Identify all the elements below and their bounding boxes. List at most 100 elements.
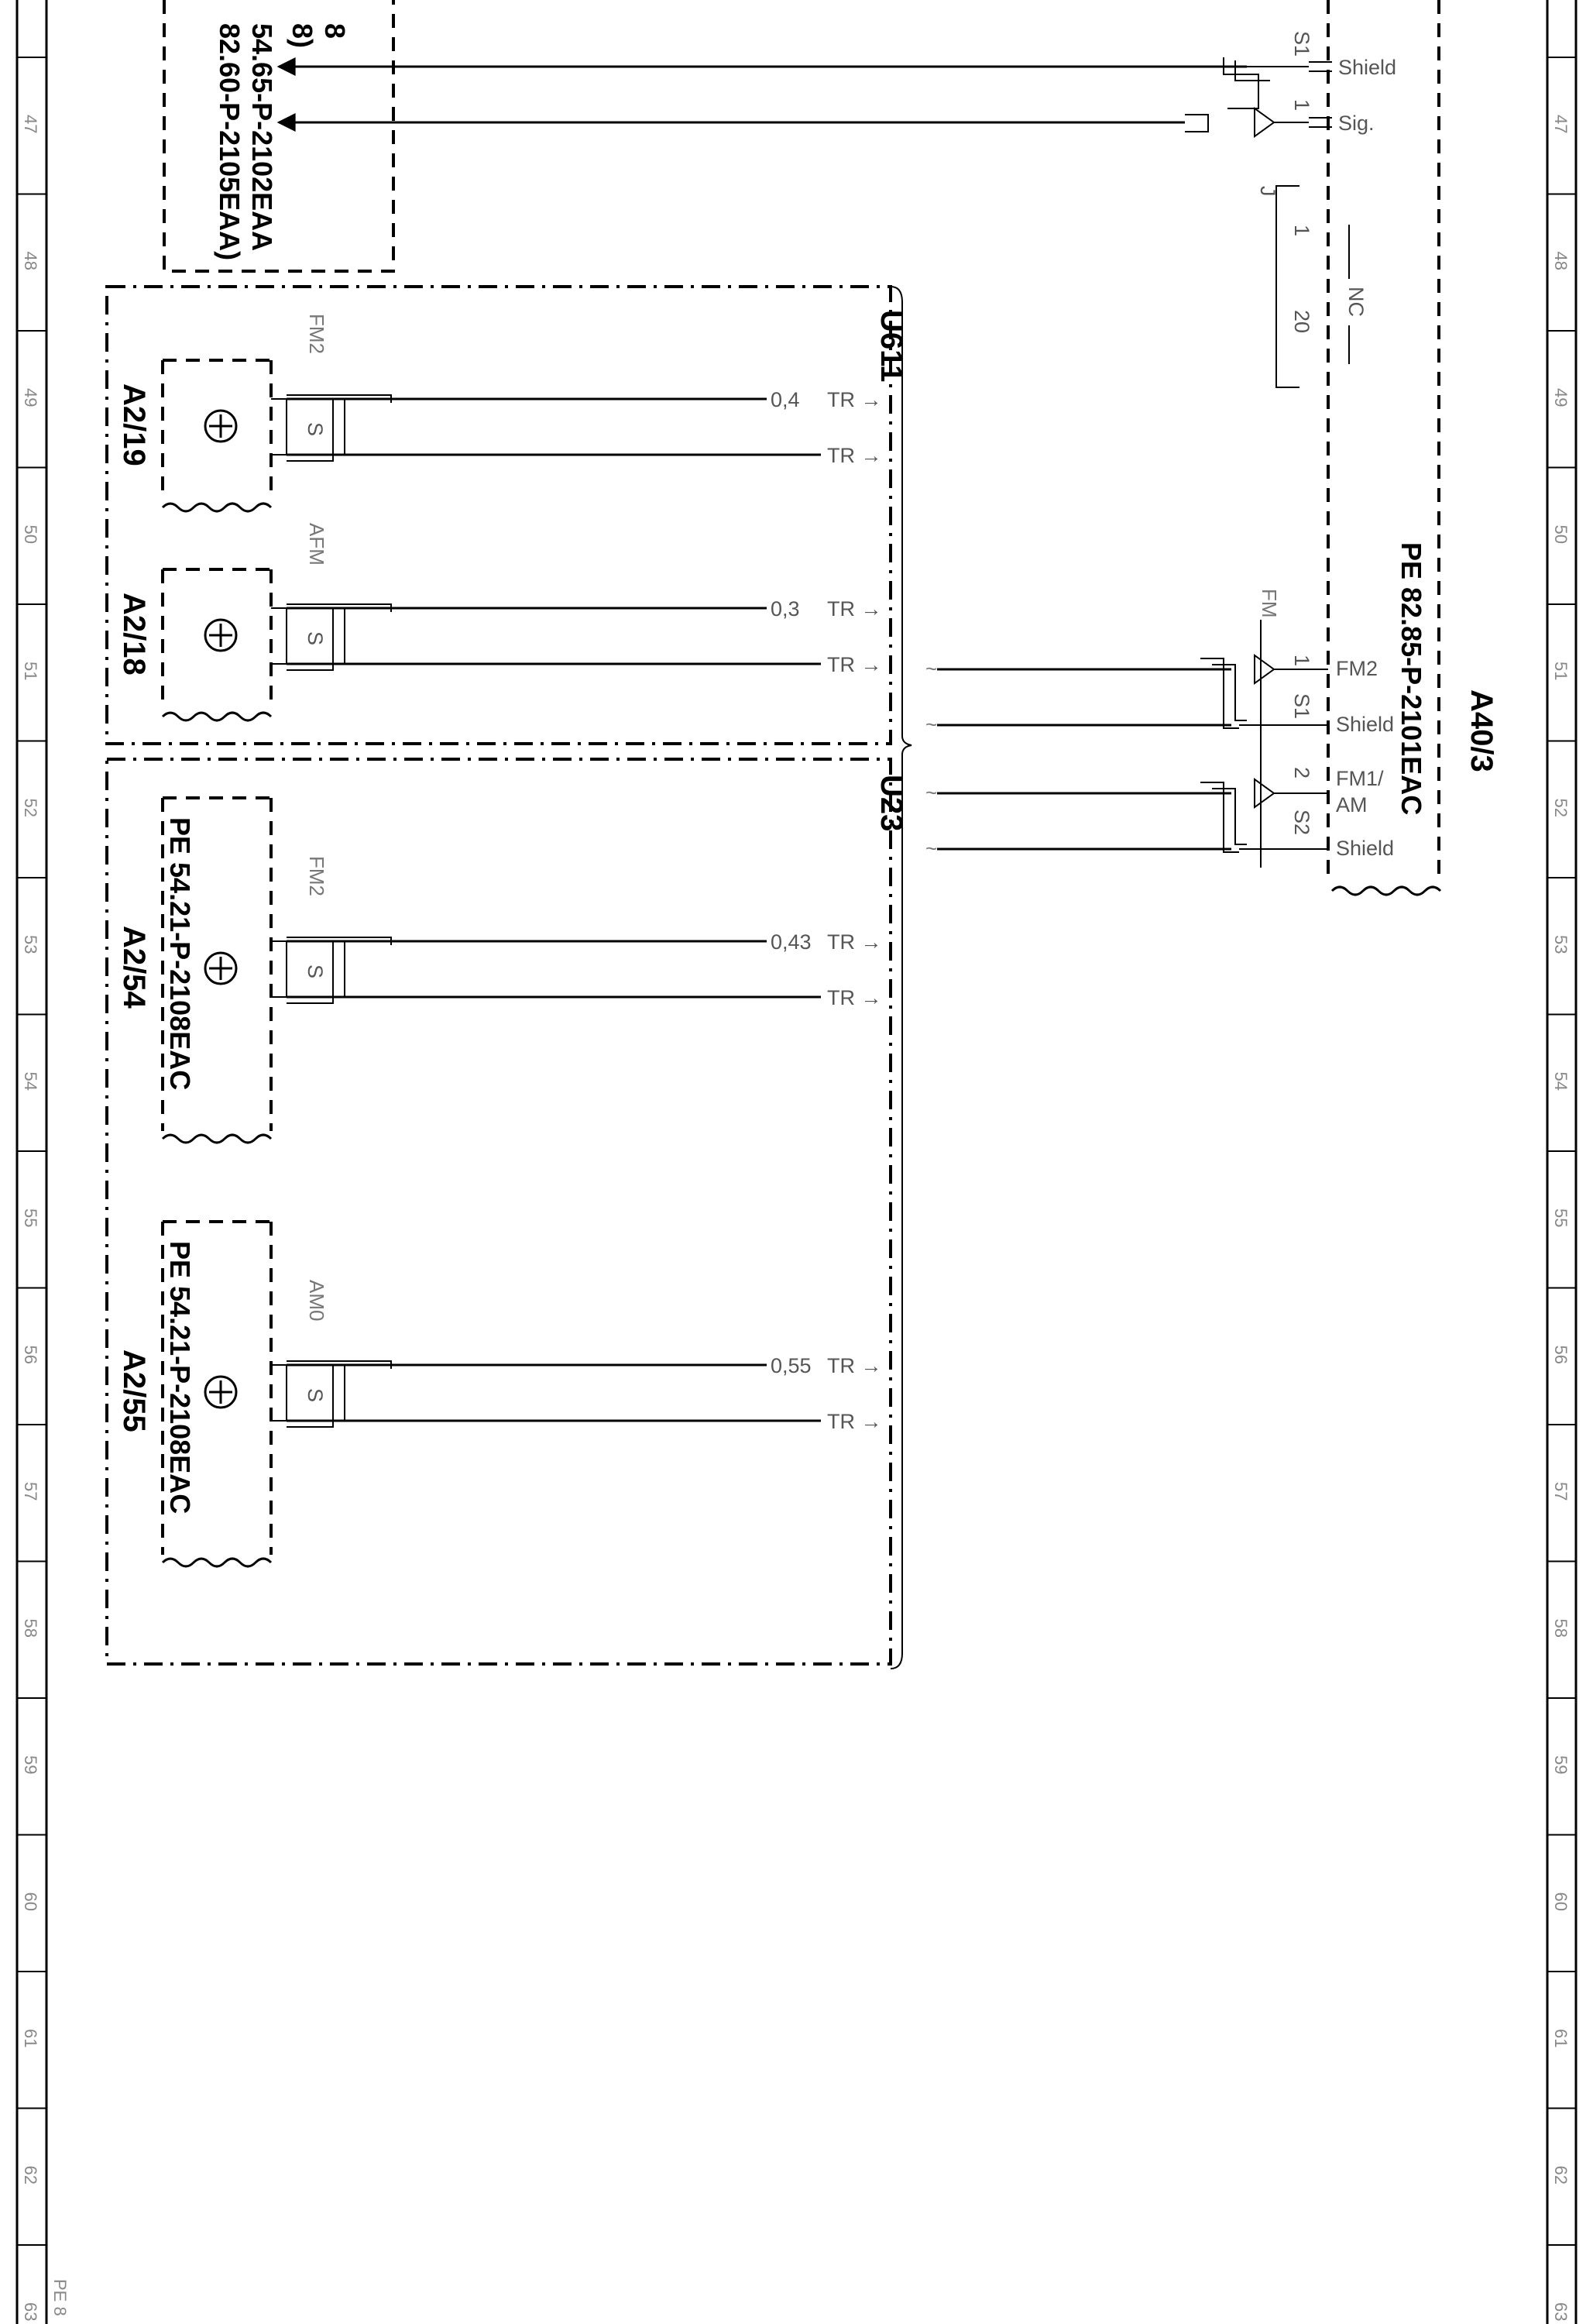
module-fm-label: FM [1258,589,1281,618]
ruler-tick-label: 47 [1551,115,1571,133]
module-pin-fm2-label: FM2 [1336,657,1378,680]
ruler-tick-label: 61 [21,2029,40,2047]
ruler-tick-label: 57 [21,1482,40,1501]
top-ref-line2: 8) [287,23,318,48]
antenna-cable-length: 0,55 [771,1354,812,1377]
ruler-tick-label: 58 [1551,1619,1571,1638]
antenna-shield-pin: S [304,631,327,645]
antenna-wire-tag: TR → [827,653,882,676]
ruler-tick-label: 49 [21,388,40,407]
antenna-band: FM2 [305,314,328,354]
ruler-tick-label: 47 [21,115,40,133]
svg-text:~: ~ [925,837,937,860]
footer-ref: PE 8 [50,2279,70,2316]
connector-j-name: J [1256,186,1279,197]
module-id: A40/3 [1464,689,1499,772]
ruler-tick-label: 56 [1551,1346,1571,1364]
antenna-id: A2/55 [117,1349,151,1432]
ruler-tick-label: 59 [21,1755,40,1774]
ruler-tick-label: 54 [21,1072,40,1091]
ruler-tick-label: 62 [1551,2166,1571,2185]
ruler-tick-label: 48 [1551,252,1571,270]
antenna-wire-tag: TR → [827,388,882,411]
ruler-tick-label: 53 [1551,935,1571,954]
antenna-wire-tag: TR → [827,1354,882,1377]
module-pin-s1: S1 [1290,693,1313,719]
ruler-tick-label: 56 [21,1346,40,1364]
antenna-id: A2/54 [117,926,151,1009]
connector-j-pin-start: 1 [1290,225,1313,236]
top-arrow-wires: S1 1 Shield Sig. [276,31,1396,138]
antenna-ref: PE 54.21-P-2108EAC [164,1241,196,1514]
ruler-tick-label: 63 [21,2302,40,2321]
module-pin-s2: S2 [1290,810,1313,835]
ruler-tick-label: 51 [1551,662,1571,680]
ruler-tick-label: 53 [21,935,40,954]
antenna-shield-pin: S [304,422,327,436]
group-u23-name: U23 [874,775,908,831]
antenna-band: FM2 [305,856,328,896]
ruler-tick-label: 59 [1551,1755,1571,1774]
connector-j-pin-end: 20 [1290,310,1313,333]
antenna-band: AFM [305,523,328,566]
module-ref: PE 82.85-P-2101EAC [1396,542,1427,815]
top-pin-1: 1 [1290,99,1313,111]
ruler-tick-label: 50 [21,525,40,544]
ruler-tick-label: 52 [1551,799,1571,817]
antenna-id: A2/19 [117,383,151,466]
ruler-tick-label: 49 [1551,388,1571,407]
top-pin-sig-label: Sig. [1338,112,1375,135]
group-u611-name: U611 [874,310,908,382]
ruler-tick-label: 55 [1551,1208,1571,1227]
ruler-tick-label: 57 [1551,1482,1571,1501]
module-pin-fm1-label: FM1/ [1336,767,1384,790]
connector-j-nc: NC [1344,287,1368,317]
top-ref-line3: 54.65-P-2102EAA [246,23,278,251]
module-a40-3: A40/3 PE 82.85-P-2101EAC FM J 1 20 NC [1256,0,1499,896]
ruler-tick-label: 60 [1551,1893,1571,1911]
module-pin-2: 2 [1290,767,1313,779]
svg-text:~: ~ [925,657,937,680]
ruler-tick-label: 52 [21,799,40,817]
top-reference-box: 8 8) 54.65-P-2102EAA 82.60-P-2105EAA) [163,0,395,273]
top-pin-shield-label: Shield [1338,56,1396,79]
top-ref-line4: 82.60-P-2105EAA) [214,23,245,260]
antenna-shield-pin: S [304,964,327,978]
ruler-tick-label: 50 [1551,525,1571,544]
right-ruler: 47 48 49 50 51 52 53 54 55 56 57 58 59 60 61 62 63 [1546,0,1578,2324]
antenna-shield-pin: S [304,1388,327,1402]
ruler-tick-label: 48 [21,252,40,270]
ruler-tick-label: 60 [21,1893,40,1911]
antenna-wire-tag: TR → [827,986,882,1009]
antenna-band: AM0 [305,1280,328,1321]
antenna-id: A2/18 [117,593,151,676]
ruler-tick-label: 63 [1551,2302,1571,2321]
ruler-tick-label: 54 [1551,1072,1571,1091]
group-u611-frame: U611 [105,285,908,745]
module-pin-shield1-label: Shield [1336,713,1394,736]
ruler-tick-label: 58 [21,1619,40,1638]
antenna-wire-tag: TR → [827,444,882,467]
top-pin-s1: S1 [1290,31,1313,57]
ruler-tick-label: 61 [1551,2029,1571,2047]
svg-text:~: ~ [925,713,937,736]
antenna-ref: PE 54.21-P-2108EAC [164,817,196,1090]
ruler-tick-label: 51 [21,662,40,680]
svg-text:~: ~ [925,781,937,804]
group-u23-frame: U23 [105,286,912,1669]
module-pin-am-label: AM [1336,793,1368,816]
module-pin-1: 1 [1290,655,1313,666]
ruler-tick-label: 62 [21,2166,40,2185]
antenna-wire-tag: TR → [827,930,882,954]
antenna-cable-length: 0,43 [771,930,812,954]
top-ref-line1: 8 [319,23,351,39]
antenna-wire-tag: TR → [827,597,882,621]
module-input-wires: 1 S1 2 S2 FM2 Shield FM1/ AM Shield ~ ~ … [925,620,1394,868]
